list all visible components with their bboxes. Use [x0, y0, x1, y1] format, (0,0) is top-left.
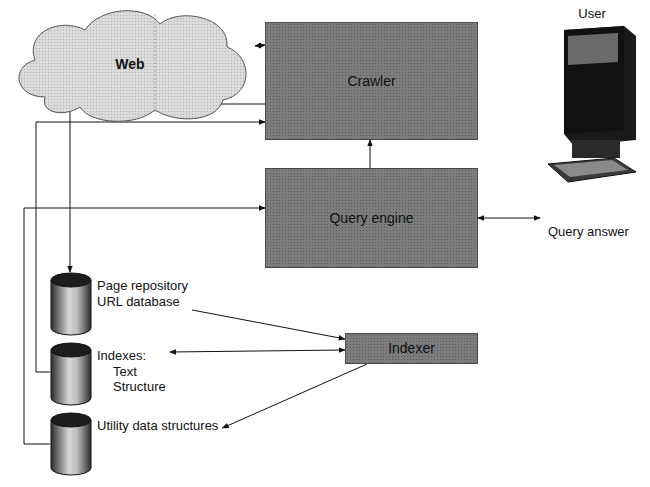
database-cylinder: [50, 412, 92, 476]
connector: [370, 140, 371, 168]
connector: [70, 104, 265, 272]
connector: [192, 310, 345, 339]
node-text: URL database: [97, 294, 188, 310]
connector: [255, 45, 265, 46]
query-engine-box: Query engine: [265, 168, 478, 268]
node-text: Page repository: [97, 278, 188, 294]
node-text: User: [578, 6, 605, 22]
user-terminal: User: [540, 6, 644, 226]
edge-label: Query answer: [546, 224, 631, 240]
indexer-box: Indexer: [345, 333, 478, 364]
cylinder-label: Page repositoryURL database: [92, 272, 192, 309]
indexes-cylinder: Indexes:TextStructure: [50, 342, 170, 406]
node-text: Indexer: [388, 340, 435, 357]
node-text: Structure: [113, 379, 166, 395]
node-text: Indexes:: [97, 348, 166, 364]
node-text: Web: [115, 56, 144, 73]
connector: [478, 218, 540, 219]
node-text: Crawler: [347, 73, 395, 90]
connector: [24, 208, 265, 444]
node-text: Text: [113, 364, 166, 380]
cylinder-label: Utility data structures: [92, 412, 222, 434]
edge-label-text: Query answer: [548, 224, 629, 240]
repository-cylinder: Page repositoryURL database: [50, 272, 192, 336]
database-cylinder: [50, 342, 92, 406]
connector: [222, 364, 367, 428]
utility-cylinder: Utility data structures: [50, 412, 222, 476]
cylinder-label: Indexes:TextStructure: [92, 342, 170, 395]
node-text: Query engine: [329, 210, 413, 227]
computer-icon: [544, 22, 640, 192]
crawler-box: Crawler: [265, 22, 478, 140]
connector: [170, 350, 345, 352]
node-text: Utility data structures: [97, 418, 218, 434]
connector: [36, 122, 265, 372]
web-cloud: Web: [5, 2, 255, 127]
database-cylinder: [50, 272, 92, 336]
